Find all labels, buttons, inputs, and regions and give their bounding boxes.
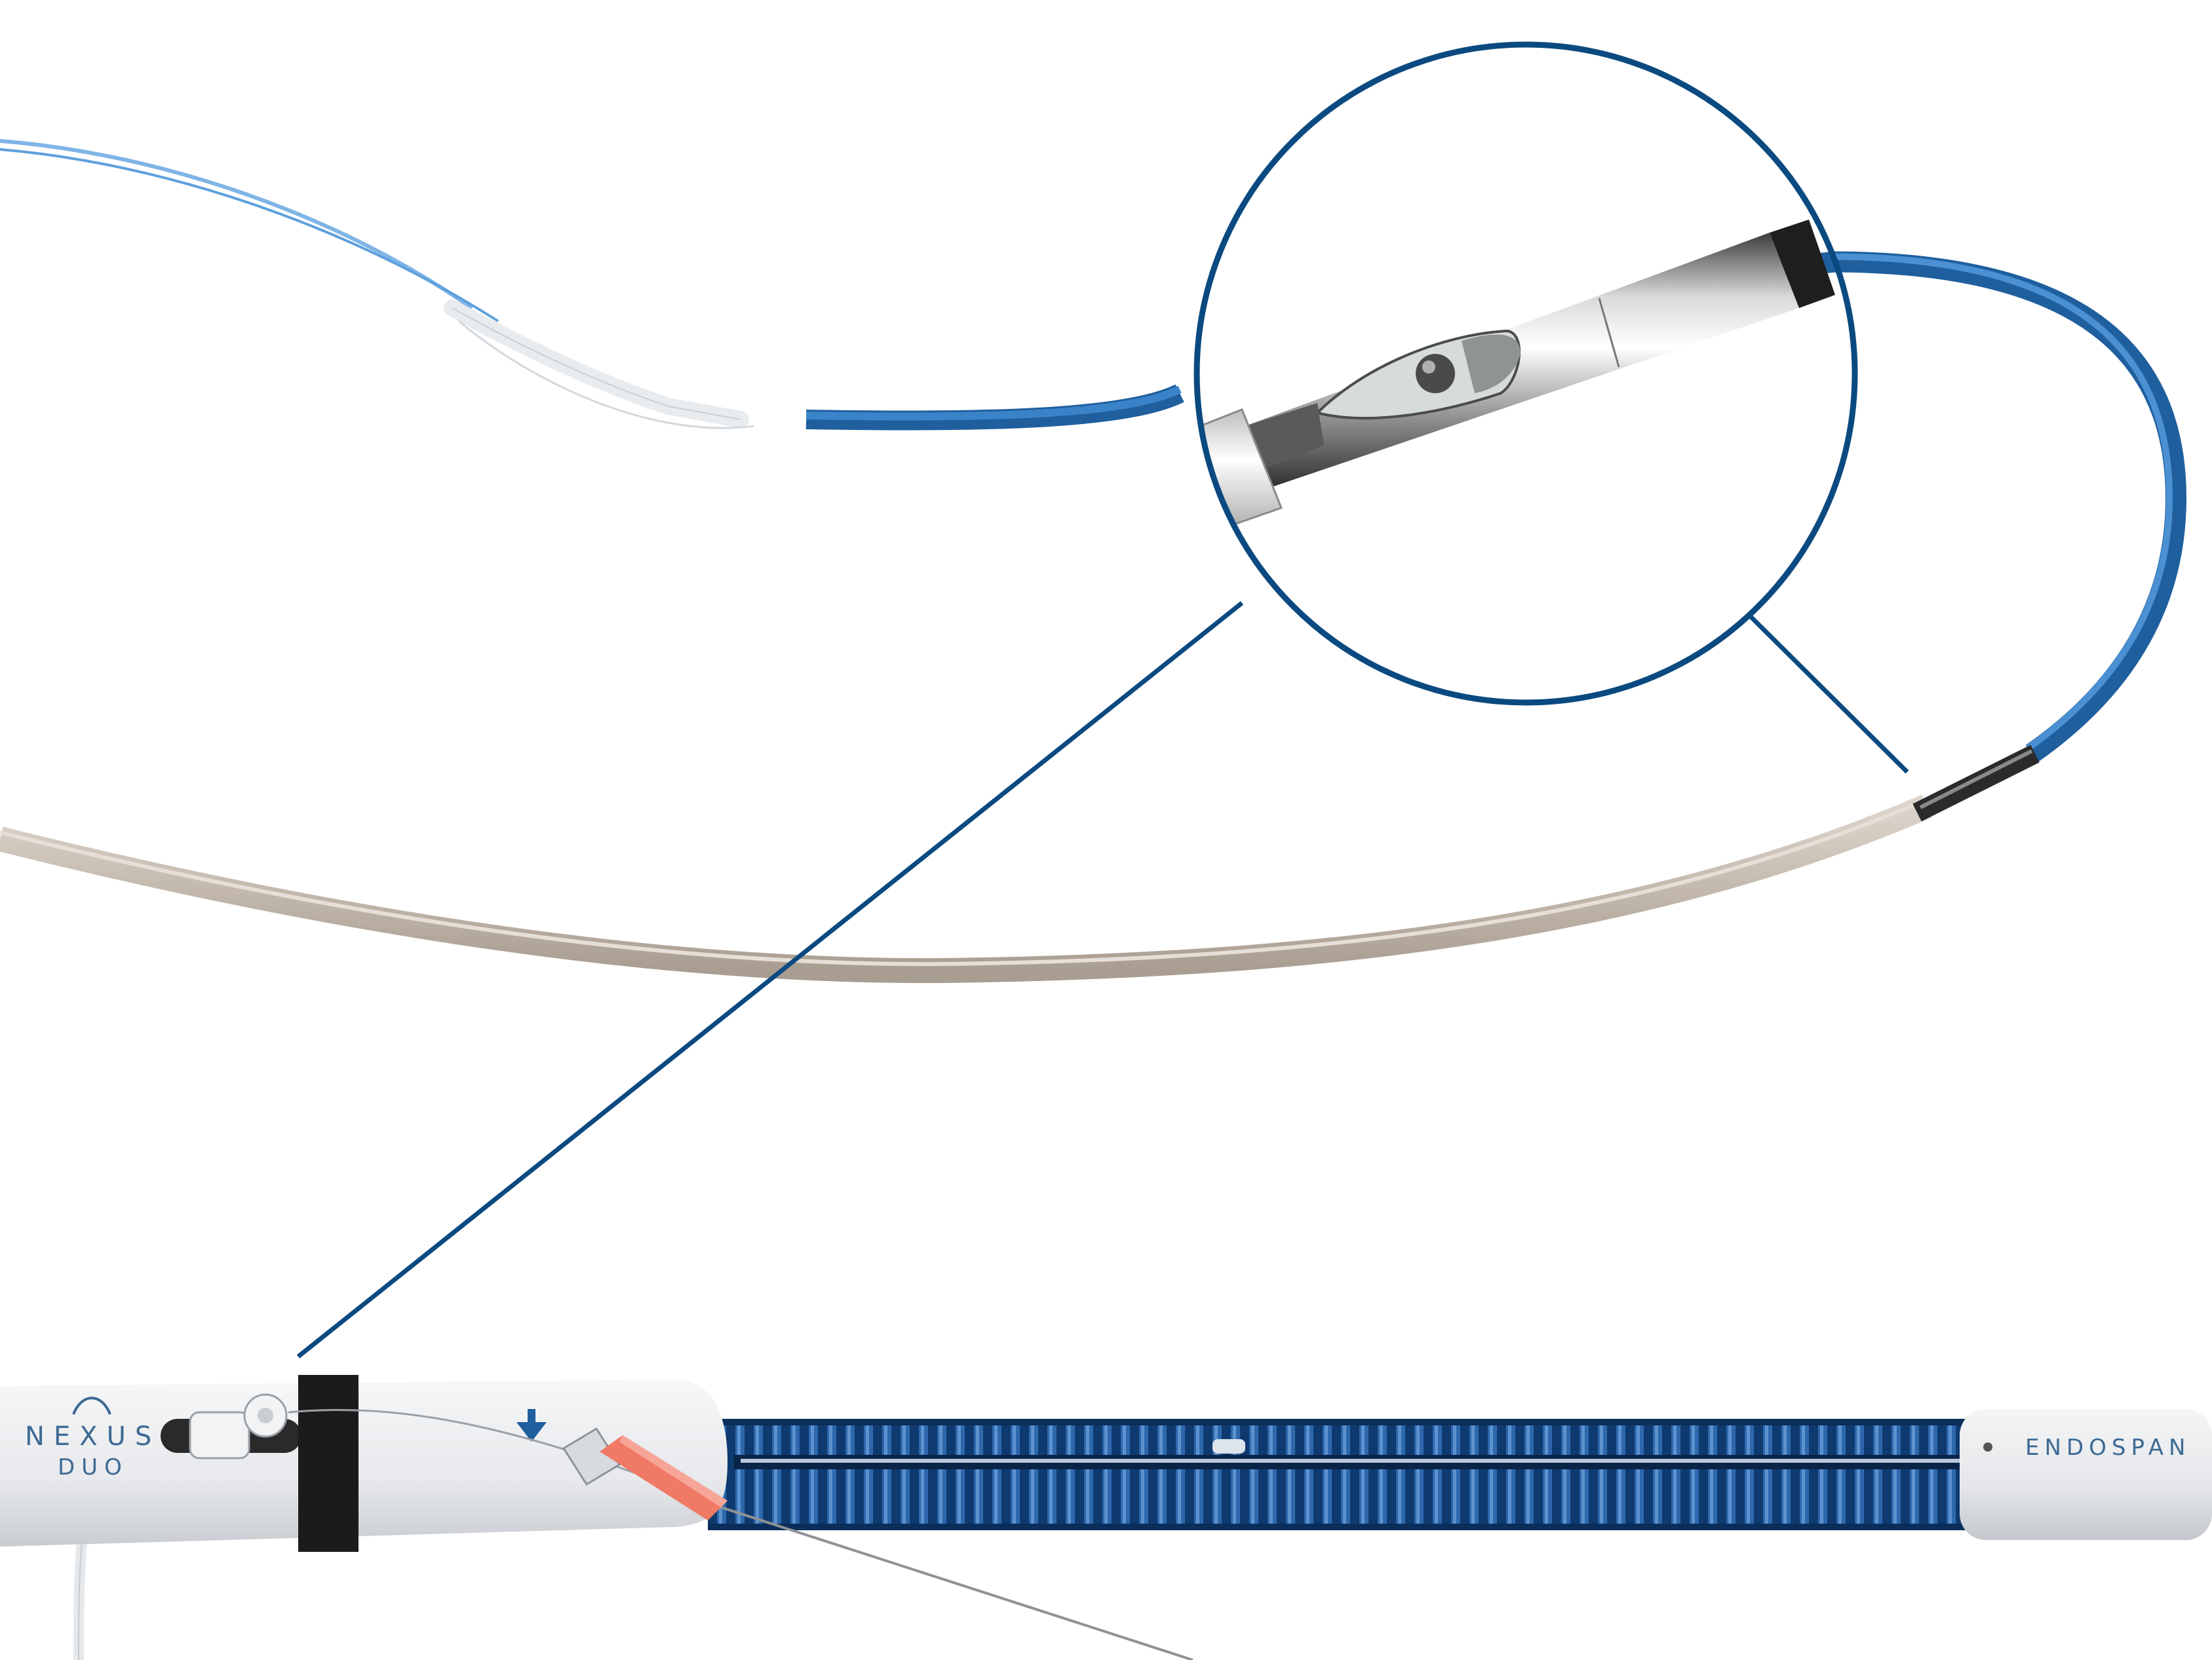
blue-catheter [805,251,2187,763]
beige-outer-tube [0,744,2040,984]
endospan-brand-label: ENDOSPAN [2025,1435,2190,1461]
duo-brand-label: DUO [58,1454,128,1480]
arrow-down-icon [516,1409,547,1442]
nexus-duo-handle: NEXUS DUO [0,1375,728,1552]
coiled-delivery-shaft [708,1419,1979,1530]
luer-connector [562,1427,728,1520]
needle-marker-ball [1416,354,1455,393]
endospan-sheath: ENDOSPAN [1960,1409,2212,1540]
guidewire-tip [0,139,754,429]
callout-lines [296,601,1909,1359]
nexus-brand-label: NEXUS [25,1421,161,1452]
tip-collar [1197,408,1283,535]
zoom-detail-circle [1193,41,1858,706]
nexus-arc-icon [72,1397,111,1415]
handle-black-band [298,1375,359,1552]
